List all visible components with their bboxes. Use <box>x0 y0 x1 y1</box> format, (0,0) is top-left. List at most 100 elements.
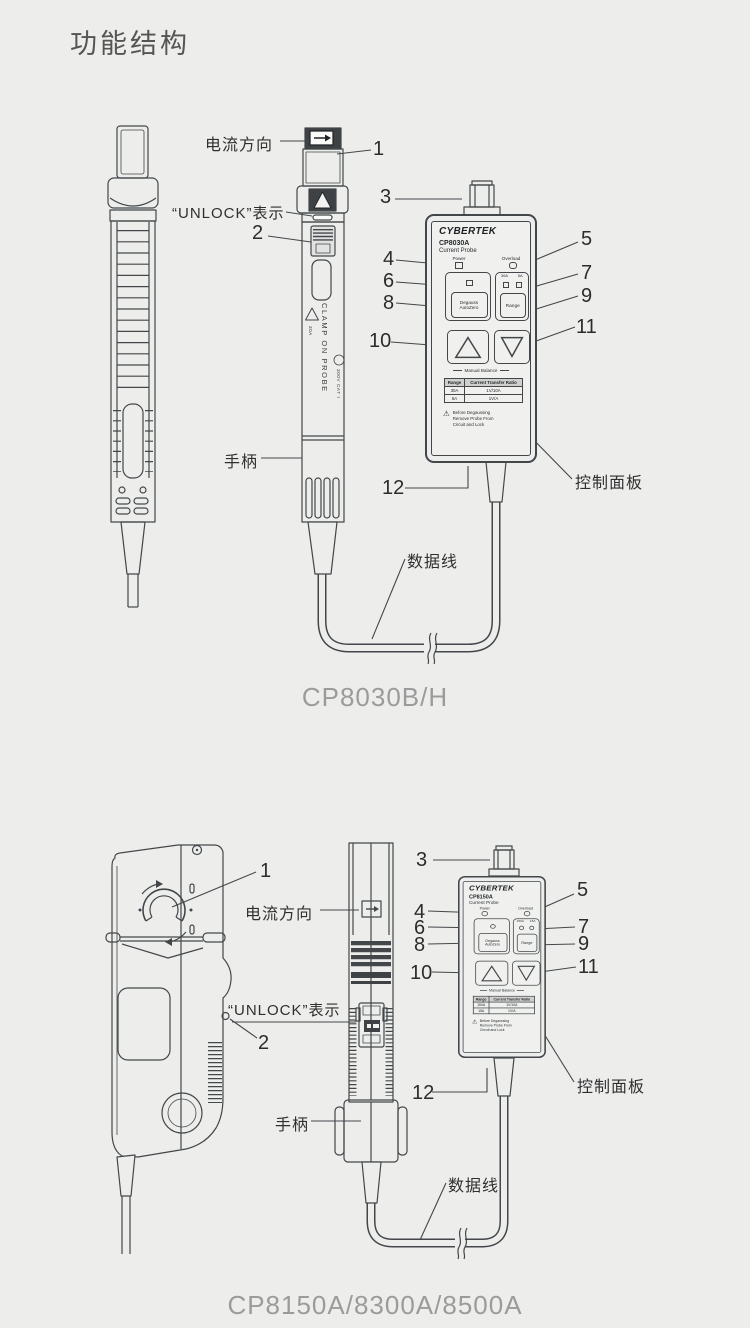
range-a-label: 30A <box>500 273 508 278</box>
manual-balance-down-button <box>493 330 530 364</box>
callout-control-panel-2: 控制面板 <box>577 1079 646 1096</box>
degauss-label-line1: Degauss <box>485 938 500 943</box>
table-cell: 15A <box>472 1007 490 1015</box>
table-cell: 1V/10A <box>464 386 523 395</box>
brand-logo: CYBERTEK <box>439 226 497 237</box>
range-led-labels: 150A 15A <box>514 919 539 923</box>
degauss-group: Degauss AutoZero <box>445 272 491 321</box>
warning-line: Before Degaussing <box>479 1019 510 1023</box>
up-triangle-icon <box>481 965 503 982</box>
overload-led <box>523 911 530 916</box>
table-header-ratio: Current Transfer Ratio <box>464 378 523 387</box>
range-a-led <box>502 282 509 288</box>
page-title: 功能结构 <box>70 29 190 59</box>
power-led <box>481 911 488 916</box>
table-header-ratio: Current Transfer Ratio <box>488 995 535 1003</box>
decor-line <box>517 990 525 991</box>
panel-model: CP8150A <box>468 894 493 900</box>
manual-balance-up-button <box>475 960 509 986</box>
callout-number-5-f2: 5 <box>577 879 589 901</box>
probe-marking-current-rating: 30A <box>308 326 313 336</box>
manual-balance-text: Manual Balance <box>489 988 515 993</box>
f1-probe-side-view <box>108 126 158 607</box>
callout-handle-2: 手柄 <box>275 1117 310 1134</box>
control-panel-figure2: CYBERTEK CP8150A Current Probe Power Ove… <box>458 876 546 1059</box>
degauss-label-line2: AutoZero <box>485 942 500 947</box>
panel-warning: ⚠ Before Degaussing Remove Probe From Ci… <box>472 1019 512 1032</box>
power-label: Power <box>452 255 466 261</box>
power-label: Power <box>479 906 490 910</box>
callout-number-10-f2: 10 <box>410 962 433 984</box>
decor-line <box>500 370 510 371</box>
callout-number-5-f1: 5 <box>581 228 593 250</box>
callout-number-8-f1: 8 <box>383 292 395 314</box>
probe-marking-clamp-on-probe: CLAMP ON PROBE <box>320 303 329 393</box>
degauss-group: Degauss AutoZero <box>473 918 510 955</box>
table-cell: 1V/A <box>464 394 523 403</box>
f2-bnc-connector <box>489 846 519 1096</box>
range-b-led <box>529 925 535 930</box>
callout-control-panel-1: 控制面板 <box>575 475 644 492</box>
callout-data-cable-2: 数据线 <box>448 1178 500 1195</box>
degauss-label-line1: Degauss <box>459 299 479 305</box>
range-b-led <box>515 282 522 288</box>
degauss-autozero-button: Degauss AutoZero <box>478 932 508 953</box>
callout-current-direction-1: 电流方向 <box>205 137 274 154</box>
f2-probe-front-view <box>335 843 504 1259</box>
callout-number-9-f1: 9 <box>581 285 593 307</box>
warning-line: Remove Probe From <box>479 1023 512 1028</box>
f2-probe-side-view <box>106 845 231 1254</box>
overload-led <box>509 262 517 269</box>
callout-number-9-f2: 9 <box>578 933 590 955</box>
callout-number-1-f1: 1 <box>373 138 385 160</box>
callout-number-12-f1: 12 <box>382 477 405 499</box>
range-b-label: 5A <box>517 273 523 278</box>
panel-model: CP8030A <box>439 239 470 247</box>
callout-number-2-f1: 2 <box>252 222 264 244</box>
down-triangle-icon <box>516 965 536 982</box>
callout-handle-1: 手柄 <box>224 454 259 471</box>
callout-number-10-f1: 10 <box>369 330 392 352</box>
callout-current-direction-2: 电流方向 <box>245 906 314 923</box>
panel-type: Current Probe <box>468 900 499 905</box>
table-cell: 30A <box>444 386 465 395</box>
range-a-led <box>518 925 524 930</box>
callout-number-6-f2: 6 <box>414 917 426 939</box>
warning-icon: ⚠ <box>443 409 450 418</box>
brand-logo: CYBERTEK <box>468 884 514 893</box>
f1-probe-front-view <box>297 128 496 664</box>
power-led <box>455 262 463 269</box>
panel-face-f2: CYBERTEK CP8150A Current Probe Power Ove… <box>462 881 542 1053</box>
callout-number-7-f1: 7 <box>581 262 593 284</box>
degauss-led <box>489 923 496 929</box>
panel-warning: ⚠ Before Degaussing Remove Probe From Ci… <box>443 410 493 428</box>
callout-number-11-f1: 11 <box>576 316 597 338</box>
down-triangle-icon <box>499 336 524 358</box>
callout-number-8-f2: 8 <box>414 934 426 956</box>
warning-line: Circuit and Lock <box>452 421 485 427</box>
decor-line <box>452 370 462 371</box>
panel-face-f1: CYBERTEK CP8030A Current Probe Power Ove… <box>431 221 531 456</box>
callout-number-1-f2: 1 <box>260 860 272 882</box>
range-led-labels: 30A 5A <box>496 273 528 278</box>
table-cell: 5A <box>444 394 465 403</box>
callout-unlock-2: “UNLOCK”表示 <box>228 1002 341 1019</box>
manual-balance-up-button <box>447 330 489 364</box>
callout-number-11-f2: 11 <box>578 956 599 978</box>
control-panel-figure1: CYBERTEK CP8030A Current Probe Power Ove… <box>425 214 537 463</box>
range-button: Range <box>499 293 526 318</box>
callout-number-3-f1: 3 <box>380 186 392 208</box>
callout-number-3-f2: 3 <box>416 849 428 871</box>
callout-number-6-f1: 6 <box>383 270 395 292</box>
callout-number-12-f2: 12 <box>412 1082 435 1104</box>
warning-text: Before Degaussing Remove Probe From Circ… <box>453 410 494 428</box>
overload-label: Overload <box>501 255 521 261</box>
overload-label: Overload <box>518 906 533 910</box>
manual-balance-label: Manual Balance <box>463 988 540 993</box>
